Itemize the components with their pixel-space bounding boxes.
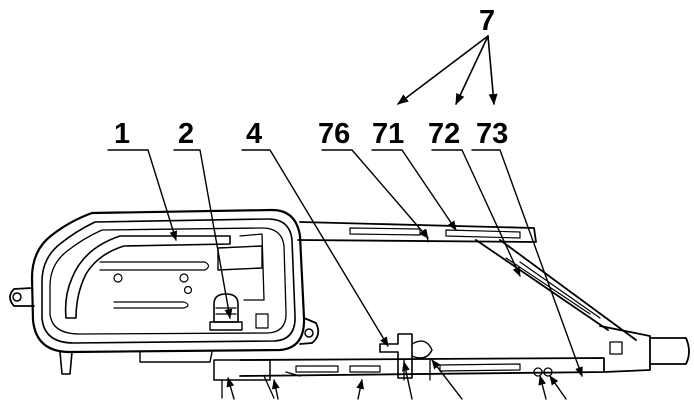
label-73: 73 — [476, 118, 508, 150]
leader-lines — [107, 35, 583, 400]
label-2: 2 — [178, 118, 194, 150]
label-76: 76 — [318, 118, 350, 150]
reference-labels: 7 1 2 4 76 71 72 73 — [114, 5, 508, 150]
label-72: 72 — [428, 118, 460, 150]
housing — [9, 208, 320, 375]
lower-parts — [213, 359, 301, 399]
label-71: 71 — [372, 118, 404, 150]
label-7: 7 — [479, 5, 495, 37]
label-4: 4 — [246, 118, 262, 150]
label-1: 1 — [114, 118, 130, 150]
component-1 — [64, 233, 269, 329]
bracket-7 — [239, 221, 690, 377]
